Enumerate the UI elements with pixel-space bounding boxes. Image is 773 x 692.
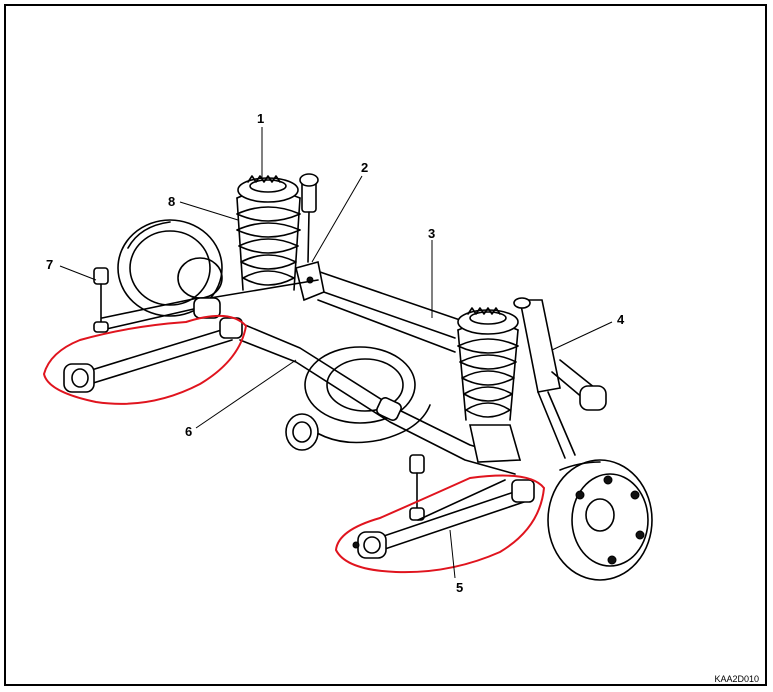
leader-lines — [59, 127, 613, 579]
right-lower-link — [352, 479, 535, 559]
right-shock-absorber — [513, 297, 576, 459]
left-brake-drum — [117, 219, 223, 317]
highlight-left-lower-link — [42, 314, 248, 405]
right-coil-spring — [457, 307, 522, 463]
right-wheel-hub — [547, 459, 653, 581]
left-shock-absorber — [299, 173, 319, 263]
left-coil-spring — [236, 175, 301, 291]
callout-6: 6 — [185, 424, 193, 439]
highlight-right-lower-link — [334, 474, 546, 574]
callout-1: 1 — [257, 111, 265, 126]
right-upper-link — [551, 359, 607, 411]
callout-4: 4 — [617, 312, 625, 327]
differential — [285, 346, 431, 451]
right-stabilizer-link — [409, 454, 425, 521]
callout-2: 2 — [361, 160, 369, 175]
callout-5: 5 — [456, 580, 464, 595]
left-stabilizer-link — [93, 267, 109, 333]
callout-7: 7 — [46, 257, 54, 272]
left-upper-link — [101, 279, 319, 331]
reference-code: KAA2D010 — [714, 674, 759, 684]
left-lower-link — [63, 317, 243, 393]
callout-3: 3 — [428, 226, 436, 241]
callout-8: 8 — [168, 194, 176, 209]
crossmember — [317, 271, 461, 353]
